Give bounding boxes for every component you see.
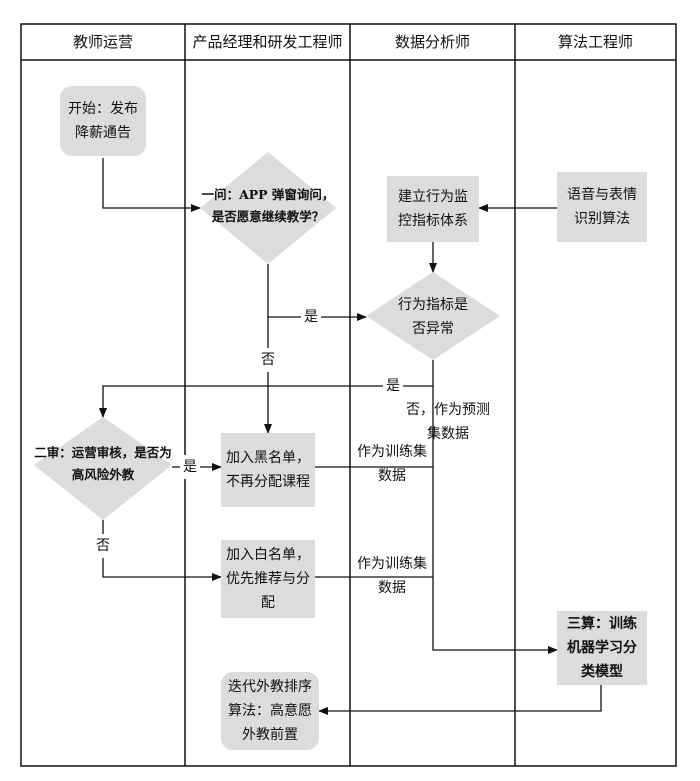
diagram-border <box>20 23 677 767</box>
lane-header-algo-engineer: 算法工程师 <box>557 33 633 51</box>
train-model-label: 三算：训练机器学习分类模型 <box>567 616 637 680</box>
anomaly-yes-label: 是 <box>383 374 403 398</box>
voice-emotion-label: 语音与表情识别算法 <box>567 187 637 227</box>
decision-anomaly <box>366 272 500 360</box>
edge-anomaly-no <box>432 386 558 654</box>
lane-header-pm-rd: 产品经理和研发工程师 <box>192 33 343 51</box>
iterate-ranking-node: 迭代外教排序算法：高意愿外教前置 <box>221 672 319 750</box>
start-node-label: 开始：发布降薪通告 <box>68 101 138 141</box>
ask-no-label: 否 <box>258 348 278 372</box>
review-yes-label: 是 <box>180 455 200 479</box>
start-node: 开始：发布降薪通告 <box>60 86 146 156</box>
monitor-system-node: 建立行为监控指标体系 <box>387 176 479 242</box>
edge-start-to-ask <box>102 158 201 212</box>
train-model-node: 三算：训练机器学习分类模型 <box>557 611 647 685</box>
train-data-label-2: 作为训练集数据 <box>357 556 427 596</box>
ask-yes-label: 是 <box>301 305 321 329</box>
review-no-label: 否 <box>93 534 113 558</box>
whitelist-label: 加入白名单，优先推荐与分配 <box>226 547 310 611</box>
lane-header-data-analyst: 数据分析师 <box>394 33 470 51</box>
decision-review <box>34 417 172 520</box>
blacklist-node: 加入黑名单，不再分配课程 <box>221 433 315 507</box>
blacklist-label: 加入黑名单，不再分配课程 <box>226 450 310 490</box>
train-data-label-1: 作为训练集数据 <box>357 444 427 484</box>
edge-anomaly-yes <box>99 360 434 418</box>
iterate-ranking-label: 迭代外教排序算法：高意愿外教前置 <box>228 679 312 743</box>
voice-emotion-node: 语音与表情识别算法 <box>557 172 647 242</box>
lane-header-teacher-ops: 教师运营 <box>72 33 133 51</box>
edge-train-to-iterate <box>318 684 602 715</box>
decision-ask <box>200 152 336 264</box>
monitor-system-label: 建立行为监控指标体系 <box>398 189 468 229</box>
review-decision-label: 二审：运营审核，是否为高风险外教 <box>34 445 172 482</box>
ask-decision-label: 一问：APP 弹窗询问，是否愿意继续教学？ <box>201 187 335 224</box>
anomaly-decision-label: 行为指标是否异常 <box>398 297 468 337</box>
edge-review-no <box>102 520 222 581</box>
anomaly-no-label: 否，作为预测集数据 <box>406 402 490 442</box>
whitelist-node: 加入白名单，优先推荐与分配 <box>221 540 315 618</box>
